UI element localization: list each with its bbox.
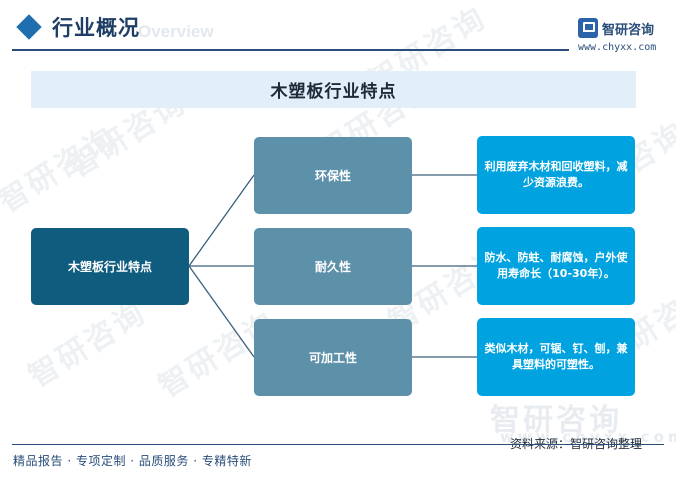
brand-name: 智研咨询 [602, 23, 655, 38]
header-divider [12, 49, 569, 51]
detail-node-text: 防水、防蛀、耐腐蚀，户外使用寿命长（10-30年）。 [484, 251, 628, 280]
branch-node-label: 可加工性 [308, 351, 357, 365]
brand-url: www.chyxx.com [578, 42, 657, 53]
footer-services: 精品报告 · 专项定制 · 品质服务 · 专精特新 [13, 454, 252, 468]
branch-node-label: 耐久性 [314, 260, 351, 274]
branch-node-label: 环保性 [314, 169, 351, 183]
brand-logo-icon [578, 18, 598, 38]
detail-node-durability: 防水、防蛀、耐腐蚀，户外使用寿命长（10-30年）。 [477, 227, 635, 305]
branch-node-environmental: 环保性 [254, 137, 412, 214]
root-node: 木塑板行业特点 [31, 228, 189, 305]
detail-node-processability: 类似木材，可锯、钉、刨，兼具塑料的可塑性。 [477, 318, 635, 396]
detail-node-environmental: 利用废弃木材和回收塑料，减少资源浪费。 [477, 136, 635, 214]
connector-root-branch-3 [188, 265, 255, 358]
branch-node-durability: 耐久性 [254, 228, 412, 305]
page-title: 行业概况 [52, 16, 140, 40]
root-node-label: 木塑板行业特点 [67, 260, 152, 274]
header-ghost-text: Overview [138, 22, 214, 41]
diagram-title: 木塑板行业特点 [270, 82, 397, 102]
branch-node-processability: 可加工性 [254, 319, 412, 396]
footer-divider [12, 444, 664, 445]
detail-node-text: 利用废弃木材和回收塑料，减少资源浪费。 [484, 160, 628, 189]
connector-root-branch-1 [188, 174, 255, 267]
detail-node-text: 类似木材，可锯、钉、刨，兼具塑料的可塑性。 [484, 342, 628, 371]
diagram-title-banner: 木塑板行业特点 [31, 71, 636, 108]
